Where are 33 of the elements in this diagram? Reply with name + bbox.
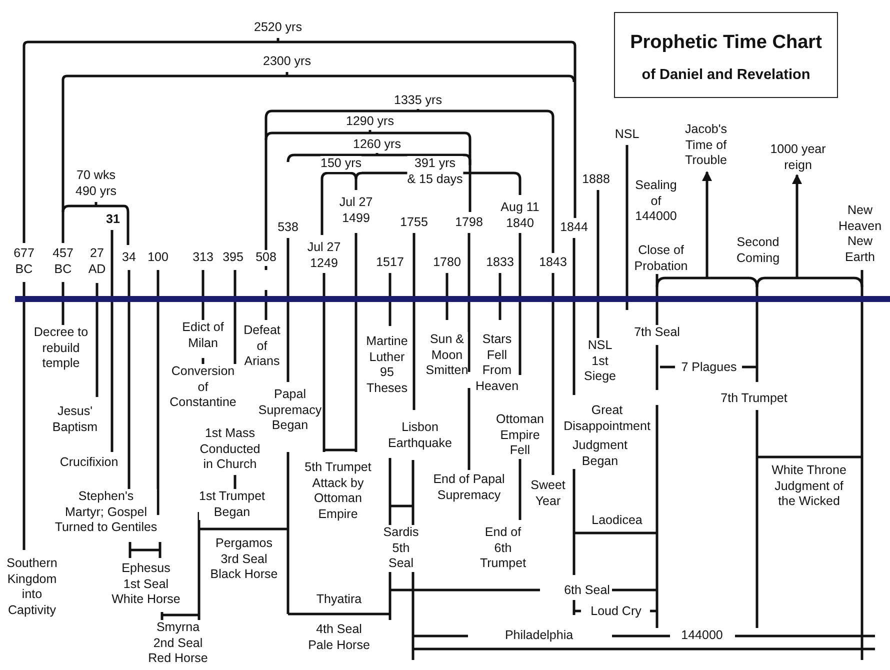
event-label: Southern Kingdom into Captivity — [6, 556, 58, 618]
subtitle: of Daniel and Revelation — [640, 67, 812, 83]
period-label: 2520 yrs — [254, 20, 302, 36]
church-label: Thyatira — [316, 592, 362, 608]
event-label: Great Disappointment — [564, 403, 650, 434]
church-label: Philadelphia — [504, 628, 574, 644]
period-label: 1290 yrs — [346, 114, 394, 130]
period-label: 150 yrs — [320, 156, 362, 172]
event-label: Loud Cry — [590, 604, 642, 620]
period-label: 7 Plagues — [681, 360, 737, 376]
event-label: End of 6th Trumpet — [480, 525, 526, 572]
period-label: 1335 yrs — [394, 93, 442, 108]
event-label: Judgment Began — [572, 438, 628, 469]
event-label: 1st Trumpet Began — [199, 489, 265, 520]
event-label: Ottoman Empire Fell — [496, 412, 544, 458]
event-label: 1000 year reign — [770, 142, 826, 173]
period-label: 391 yrs & 15 days — [407, 156, 463, 187]
period-label: 1260 yrs — [353, 137, 401, 152]
title: Prophetic Time Chart — [629, 32, 823, 54]
event-label: Decree to rebuild temple — [34, 325, 88, 372]
event-label: NSL 1st Siege — [584, 338, 616, 384]
period-label: 70 wks 490 yrs — [76, 168, 116, 199]
event-label: Jesus' Baptism — [52, 404, 98, 435]
event-label: Papal Supremacy Began — [258, 387, 322, 434]
year-label: 508 — [256, 250, 276, 266]
event-label: Close of Probation — [634, 243, 688, 274]
event-label: End of Papal Supremacy — [433, 472, 505, 503]
event-label: 7th Trumpet — [720, 391, 788, 406]
church-label: Sardis 5th Seal — [383, 525, 419, 572]
event-label: 5th Trumpet Attack by Ottoman Empire — [304, 460, 372, 522]
event-label: Second Coming — [736, 235, 780, 266]
period-label: 2300 yrs — [263, 54, 311, 70]
event-label: Lisbon Earthquake — [388, 420, 452, 451]
